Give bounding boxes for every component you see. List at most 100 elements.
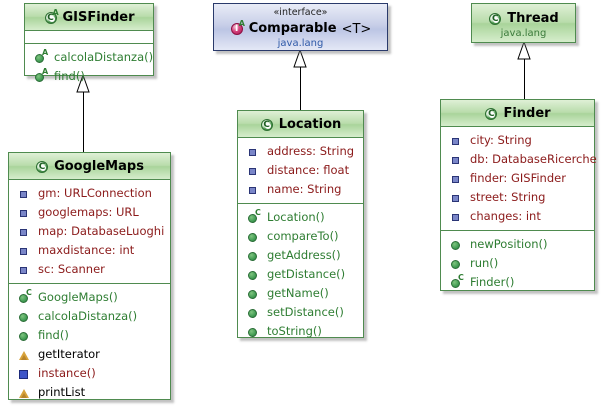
abstract-marker: A [52, 7, 59, 17]
constructor-icon: C [247, 208, 262, 225]
method-icon [247, 249, 262, 263]
private-field-icon [450, 191, 465, 205]
member-row[interactable]: A calcolaDistanza() [25, 48, 153, 67]
class-box-thread[interactable]: C Thread java.lang [471, 3, 576, 43]
member-label: city: String [470, 133, 532, 147]
member-row[interactable]: maxdistance: int [9, 241, 170, 260]
private-field-icon [18, 206, 33, 220]
member-row[interactable]: toString() [238, 322, 363, 341]
member-row[interactable]: name: String [238, 180, 363, 199]
interface-box-comparable[interactable]: «interface» I A Comparable<T> java.lang [213, 3, 388, 51]
member-row[interactable]: C Finder() [441, 273, 594, 292]
class-box-googlemaps[interactable]: C GoogleMaps gm: URLConnection googlemap… [8, 152, 171, 400]
method-icon [247, 287, 262, 301]
member-row[interactable]: newPosition() [441, 235, 594, 254]
class-icon-glyph: C [263, 119, 271, 130]
package-label: java.lang [277, 38, 324, 49]
member-label: db: DatabaseRicerche [470, 152, 597, 166]
interface-icon-glyph: I [235, 23, 239, 34]
member-row[interactable]: setDistance() [238, 303, 363, 322]
member-row[interactable]: run() [441, 254, 594, 273]
member-row[interactable]: googlemaps: URL [9, 203, 170, 222]
member-row[interactable]: instance() [9, 364, 170, 383]
member-row[interactable]: getName() [238, 284, 363, 303]
member-row[interactable]: calcolaDistanza() [9, 307, 170, 326]
class-abstract-icon: C A [44, 7, 60, 25]
member-row[interactable]: map: DatabaseLuoghi [9, 222, 170, 241]
attributes-compartment-googlemaps: gm: URLConnection googlemaps: URL map: D… [9, 180, 170, 284]
package-label: java.lang [500, 28, 547, 39]
method-icon [247, 268, 262, 282]
member-row[interactable]: getDistance() [238, 265, 363, 284]
constructor-icon: C [18, 288, 33, 305]
inheritance-arrowhead-icon [517, 40, 531, 60]
class-name-gisfinder: GISFinder [62, 10, 135, 25]
member-row[interactable]: printList [9, 383, 170, 402]
private-field-icon [18, 187, 33, 201]
member-row[interactable]: sc: Scanner [9, 260, 170, 279]
class-box-gisfinder[interactable]: C A GISFinder A calcolaDistanza() A find… [24, 3, 154, 83]
class-header-googlemaps: C GoogleMaps [9, 153, 170, 180]
abstract-marker: A [238, 18, 245, 28]
member-row[interactable]: gm: URLConnection [9, 184, 170, 203]
member-label: distance: float [267, 163, 350, 177]
constructor-marker: C [458, 272, 464, 282]
method-icon [18, 310, 33, 324]
member-label: find() [54, 69, 85, 83]
member-label: street: String [470, 190, 546, 204]
class-icon: C [488, 12, 504, 26]
private-field-icon [18, 244, 33, 258]
class-header-location: C Location [238, 111, 363, 138]
member-label: Location() [267, 210, 325, 224]
member-row[interactable]: A find() [25, 67, 153, 86]
member-label: getDistance() [267, 267, 346, 281]
warning-triangle-icon [18, 386, 33, 400]
member-label: maxdistance: int [38, 243, 135, 257]
method-icon [247, 306, 262, 320]
abstract-marker: A [42, 47, 49, 57]
method-abstract-icon: A [34, 47, 49, 65]
class-icon-glyph: C [488, 108, 495, 119]
generic-parameter: <T> [341, 22, 372, 37]
method-abstract-icon: A [34, 67, 49, 84]
member-row[interactable]: city: String [441, 131, 594, 150]
member-row[interactable]: address: String [238, 142, 363, 161]
private-field-icon [450, 172, 465, 186]
class-box-finder[interactable]: C Finder city: String db: DatabaseRicerc… [440, 99, 597, 292]
blue-square-icon [18, 367, 33, 381]
attributes-compartment-finder: city: String db: DatabaseRicerche finder… [441, 127, 597, 231]
member-row[interactable]: compareTo() [238, 227, 363, 246]
member-label: printList [38, 385, 86, 399]
member-row[interactable]: getAddress() [238, 246, 363, 265]
member-row[interactable]: find() [9, 326, 170, 345]
class-name-googlemaps: GoogleMaps [54, 159, 144, 174]
private-field-icon [450, 210, 465, 224]
member-row[interactable]: C GoogleMaps() [9, 288, 170, 307]
member-row[interactable]: changes: int [441, 207, 594, 226]
private-field-icon [450, 153, 465, 167]
member-row[interactable]: street: String [441, 188, 594, 207]
member-label: map: DatabaseLuoghi [38, 224, 165, 238]
interface-name-comparable: Comparable [248, 21, 337, 36]
method-icon [450, 257, 465, 271]
private-field-icon [18, 225, 33, 239]
member-label: calcolaDistanza() [54, 50, 154, 64]
inheritance-arrowhead-icon [293, 48, 307, 68]
member-label: GoogleMaps() [38, 290, 118, 304]
member-row[interactable]: getIterator [9, 345, 170, 364]
member-label: address: String [267, 144, 355, 158]
class-box-location[interactable]: C Location address: String distance: flo… [237, 110, 364, 338]
member-row[interactable]: db: DatabaseRicerche [441, 150, 597, 169]
private-field-icon [247, 183, 262, 197]
class-icon-glyph: C [491, 13, 499, 24]
attributes-compartment-gisfinder [25, 31, 153, 44]
member-label: getAddress() [267, 248, 341, 262]
method-icon [247, 325, 262, 339]
method-icon [247, 230, 262, 244]
class-header-gisfinder: C A GISFinder [25, 4, 153, 31]
class-name-location: Location [278, 117, 342, 132]
member-row[interactable]: C Location() [238, 208, 363, 227]
member-row[interactable]: distance: float [238, 161, 363, 180]
attributes-compartment-location: address: String distance: float name: St… [238, 138, 363, 204]
member-row[interactable]: finder: GISFinder [441, 169, 594, 188]
